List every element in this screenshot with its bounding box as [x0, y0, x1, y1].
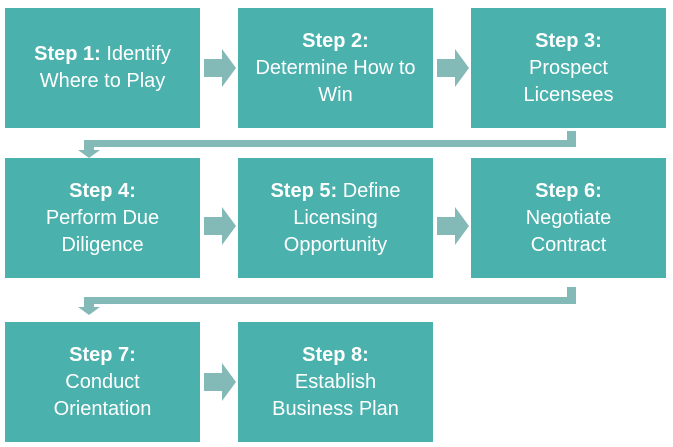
step-3-label: Step 3:	[535, 29, 602, 52]
step-6-text: Negotiate Contract	[525, 206, 612, 256]
step-2-box: Step 2: Determine How to Win	[238, 8, 433, 128]
step-6-label: Step 6:	[535, 179, 602, 202]
step-8-text: Establish Business Plan	[272, 370, 399, 420]
step-5-label: Step 5:	[270, 179, 338, 202]
elbow-connector-step3-to-step4	[78, 131, 576, 158]
step-1-label: Step 1:	[34, 43, 101, 65]
step-1-text: Identify Where to Play	[39, 43, 171, 92]
step-6-box: Step 6: Negotiate Contract	[471, 158, 666, 278]
step-4-text: Perform Due Diligence	[45, 206, 160, 256]
step-3-box: Step 3: Prospect Licensees	[471, 8, 666, 128]
arrow-step7-to-step8	[204, 363, 236, 401]
step-1-box: Step 1: Identify Where to Play	[5, 8, 200, 128]
arrow-step5-to-step6	[437, 207, 469, 245]
step-5-text: Define Licensing Opportunity	[283, 179, 401, 256]
step-8-label: Step 8:	[302, 343, 369, 366]
step-3-text: Prospect Licensees	[523, 56, 614, 106]
step-2-text: Determine How to Win	[255, 56, 416, 106]
step-7-box: Step 7: Conduct Orientation	[5, 322, 200, 442]
arrow-step2-to-step3	[437, 49, 469, 87]
elbow-connector-step6-to-step7	[78, 287, 576, 315]
step-8-box: Step 8: Establish Business Plan	[238, 322, 433, 442]
step-4-box: Step 4: Perform Due Diligence	[5, 158, 200, 278]
arrow-step1-to-step2	[204, 49, 236, 87]
step-2-label: Step 2:	[302, 29, 369, 52]
step-4-label: Step 4:	[69, 179, 136, 202]
step-7-text: Conduct Orientation	[53, 370, 152, 420]
step-7-label: Step 7:	[69, 343, 136, 366]
arrow-step4-to-step5	[204, 207, 236, 245]
step-5-box: Step 5: Define Licensing Opportunity	[238, 158, 433, 278]
